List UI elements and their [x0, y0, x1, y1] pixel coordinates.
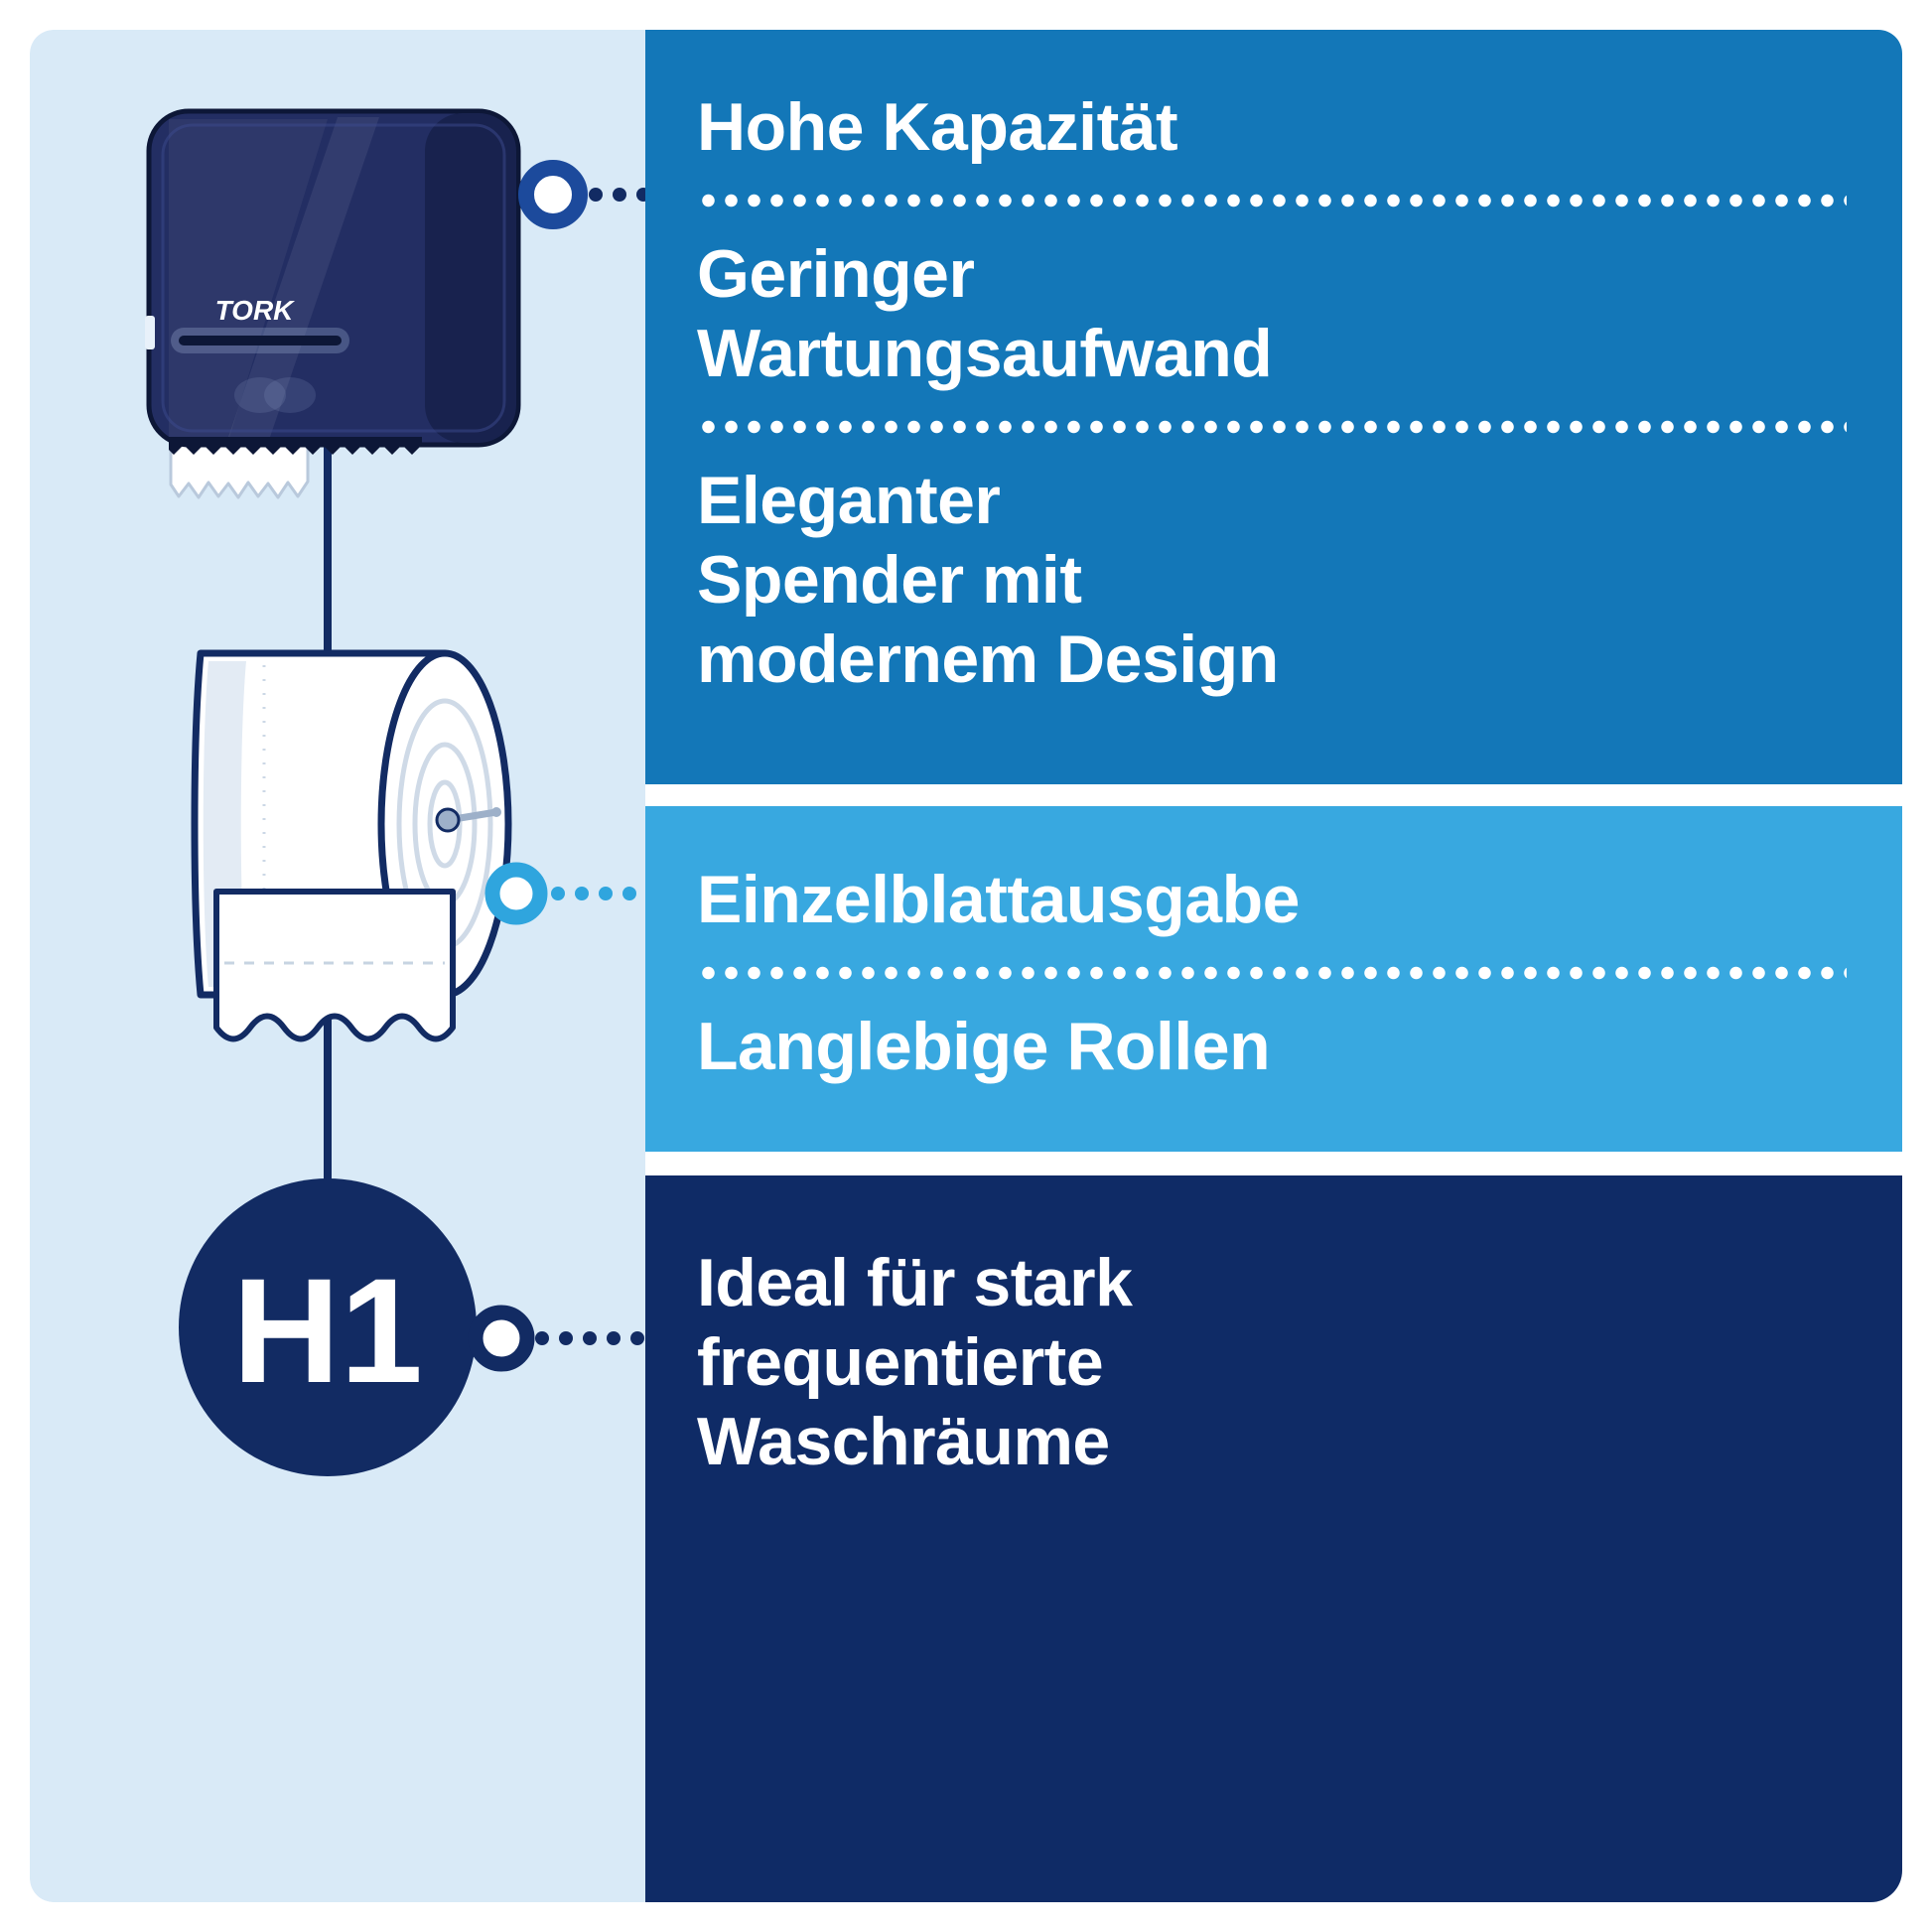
paper-roll-illustration	[191, 649, 512, 1042]
feature-long-lasting-rolls: Langlebige Rollen	[697, 1009, 1271, 1084]
dispenser-towel-sheet	[169, 439, 310, 499]
roll-hanging-sheet	[213, 889, 456, 1042]
feature-low-maintenance: Geringer Wartungsaufwand	[697, 236, 1273, 391]
panel-features-primary: Hohe Kapazität Geringer Wartungsaufwand …	[645, 30, 1902, 784]
panel-features-secondary: Einzelblattausgabe Langlebige Rollen	[645, 806, 1902, 1152]
system-code-label: H1	[232, 1247, 423, 1414]
hands-icon	[234, 377, 286, 413]
connector-ring-capacity	[518, 160, 650, 229]
feature-high-traffic-washrooms: Ideal für stark frequentierte Waschräume	[697, 1245, 1133, 1479]
feature-single-sheet: Einzelblattausgabe	[697, 862, 1300, 937]
dotted-separator	[697, 194, 1847, 207]
panel-usage: Ideal für stark frequentierte Waschräume	[645, 1175, 1902, 1902]
tork-logo: TORK	[215, 295, 296, 326]
dispenser-tear-edge	[169, 437, 422, 455]
connector-ring-dispensing	[484, 862, 636, 925]
illustration-svg: TORK H1	[145, 108, 650, 1476]
dotted-separator	[697, 420, 1847, 434]
feature-elegant-design: Eleganter Spender mit modernem Design	[697, 463, 1279, 697]
dotted-separator	[697, 966, 1847, 980]
dispenser-illustration: TORK	[145, 108, 521, 499]
connector-ring-usage	[468, 1305, 644, 1372]
h1-system-badge: H1	[179, 1178, 477, 1476]
feature-high-capacity: Hohe Kapazität	[697, 89, 1178, 165]
infographic-canvas: TORK H1	[30, 30, 1902, 1902]
dispenser-lock-notch	[145, 316, 155, 349]
